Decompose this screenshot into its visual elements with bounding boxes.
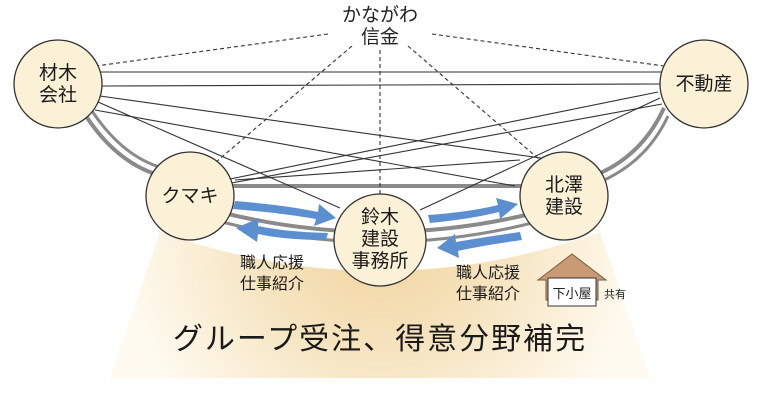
node-suzuki	[333, 193, 427, 287]
node-kitazawa	[519, 151, 609, 241]
node-kumaki	[145, 151, 235, 241]
arrow-suzuki-to-kitazawa	[428, 198, 518, 223]
support-label-left: 職人応援 仕事紹介	[240, 253, 305, 293]
node-lumber-company	[13, 39, 103, 129]
label-kumaki: クマキ	[161, 185, 219, 207]
arrow-kumaki-to-suzuki	[233, 201, 336, 226]
diagram-title: グループ受注、得意分野補完	[172, 322, 588, 357]
thin-connections	[94, 71, 665, 211]
shed-icon	[536, 253, 608, 307]
support-label-right: 職人応援 仕事紹介	[456, 263, 521, 303]
shared-label: 共有	[604, 288, 626, 301]
support-arrows	[233, 198, 522, 258]
shed-label: 下小屋	[552, 287, 592, 302]
label-kitazawa: 北澤 建設	[544, 174, 583, 218]
arrow-suzuki-to-kumaki	[236, 218, 328, 242]
label-lumber-company: 材木 会社	[38, 62, 77, 106]
node-real-estate	[659, 39, 749, 129]
label-suzuki: 鈴木 建設 事務所	[351, 206, 409, 272]
arrow-kitazawa-to-suzuki	[437, 232, 522, 258]
label-real-estate: 不動産	[675, 73, 733, 95]
bank-label: かながわ 信金	[341, 4, 418, 48]
bank-connections	[95, 33, 665, 198]
fan-background	[110, 232, 650, 378]
